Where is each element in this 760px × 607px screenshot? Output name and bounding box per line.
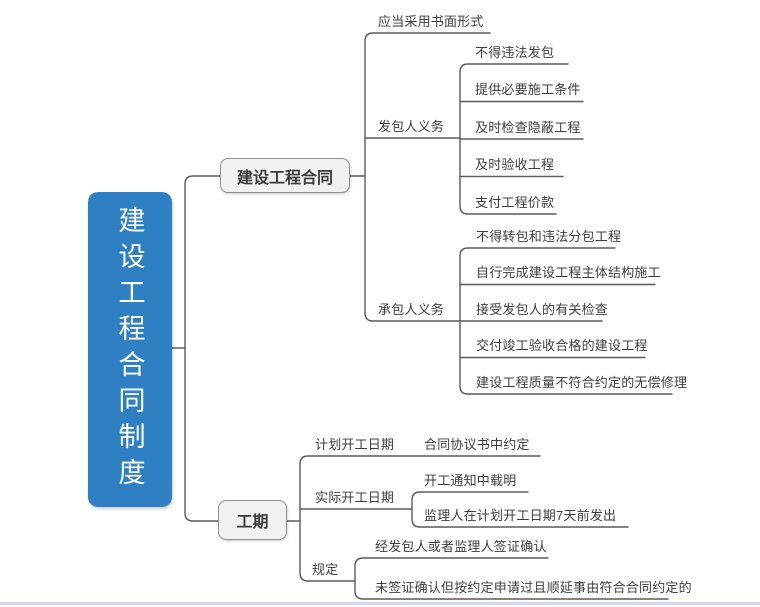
node-duration[interactable]: 工期	[218, 500, 287, 540]
node-planned-start-date[interactable]: 计划开工日期	[315, 437, 395, 452]
node-employer-obligations[interactable]: 发包人义务	[378, 119, 445, 134]
node-pay-contract-price[interactable]: 支付工程价款	[475, 195, 555, 210]
node-provisions[interactable]: 规定	[312, 562, 339, 577]
bottom-divider	[0, 602, 760, 605]
node-contractor-obligations[interactable]: 承包人义务	[378, 302, 445, 317]
root-node-label: 建设工程合同制度	[114, 205, 145, 494]
node-self-complete-structure[interactable]: 自行完成建设工程主体结构施工	[476, 265, 661, 280]
node-provide-conditions[interactable]: 提供必要施工条件	[475, 82, 581, 97]
node-timely-acceptance[interactable]: 及时验收工程	[475, 157, 555, 172]
node-no-illegal-award[interactable]: 不得违法发包	[475, 45, 555, 60]
node-unconfirmed-extension[interactable]: 未签证确认但按约定申请过且顺延事由符合合同约定的	[375, 580, 692, 595]
node-signature-confirmation[interactable]: 经发包人或者监理人签证确认	[375, 539, 547, 554]
node-actual-start-date[interactable]: 实际开工日期	[315, 490, 395, 505]
node-accept-inspection[interactable]: 接受发包人的有关检查	[476, 302, 609, 317]
node-deliver-qualified-works[interactable]: 交付竣工验收合格的建设工程	[476, 338, 648, 353]
root-node[interactable]: 建设工程合同制度	[88, 192, 172, 507]
node-construction-contract[interactable]: 建设工程合同	[220, 158, 350, 193]
node-supervisor-issue-7days[interactable]: 监理人在计划开工日期7天前发出	[424, 508, 617, 523]
node-inspect-hidden-works[interactable]: 及时检查隐蔽工程	[475, 120, 581, 135]
node-stated-in-notice[interactable]: 开工通知中载明	[424, 473, 517, 488]
node-no-subcontracting[interactable]: 不得转包和违法分包工程	[476, 229, 622, 244]
node-agreed-in-contract[interactable]: 合同协议书中约定	[424, 437, 530, 452]
node-construction-contract-label: 建设工程合同	[236, 169, 333, 187]
node-duration-label: 工期	[236, 514, 269, 531]
node-free-repair[interactable]: 建设工程质量不符合约定的无偿修理	[476, 375, 688, 390]
node-written-form[interactable]: 应当采用书面形式	[378, 14, 484, 29]
